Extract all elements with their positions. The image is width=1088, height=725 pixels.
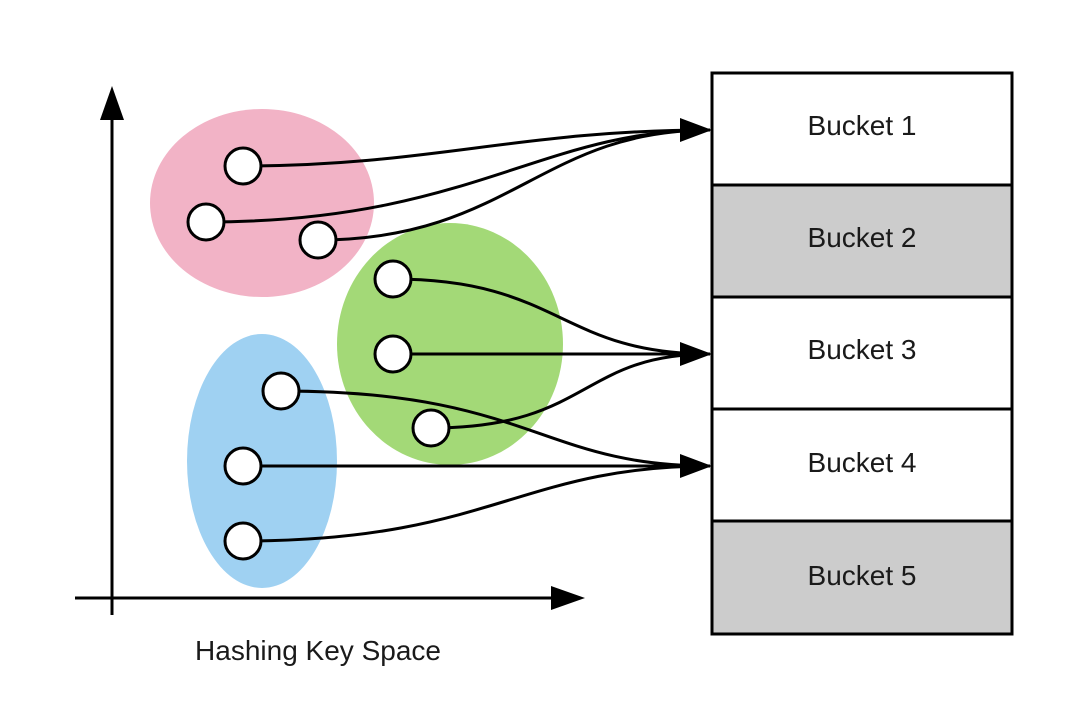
arrowhead-icon	[680, 342, 712, 366]
key-node	[411, 408, 451, 448]
y-axis-arrow-icon	[100, 86, 124, 120]
bucket-table: Bucket 1 Bucket 2 Bucket 3 Bucket 4 Buck…	[710, 71, 1014, 636]
bucket-5	[710, 519, 1014, 636]
mapping-curve	[317, 128, 711, 242]
cluster-pink	[150, 109, 374, 297]
bucket-2-label: Bucket 2	[808, 222, 917, 253]
mapping-curve	[242, 128, 711, 168]
axis-label: Hashing Key Space	[195, 635, 441, 666]
key-node	[223, 521, 263, 561]
key-node	[223, 446, 263, 486]
bucket-1-label: Bucket 1	[808, 110, 917, 141]
key-node	[298, 220, 338, 260]
bucket-3-label: Bucket 3	[808, 334, 917, 365]
key-node	[261, 371, 301, 411]
mapping-curve	[280, 389, 711, 468]
bucket-5-label: Bucket 5	[808, 560, 917, 591]
arrowhead-icon	[680, 118, 712, 142]
mapping-curve	[242, 464, 711, 543]
mapping-curve	[392, 277, 711, 356]
key-node	[186, 202, 226, 242]
key-node	[223, 146, 263, 186]
key-node	[373, 334, 413, 374]
mapping-curve	[430, 352, 711, 430]
x-axis-arrow-icon	[551, 586, 585, 610]
key-node	[373, 259, 413, 299]
cluster-blue	[187, 334, 337, 588]
bucket-1	[710, 71, 1014, 187]
bucket-4-label: Bucket 4	[808, 447, 917, 478]
arrowhead-icon	[680, 454, 712, 478]
